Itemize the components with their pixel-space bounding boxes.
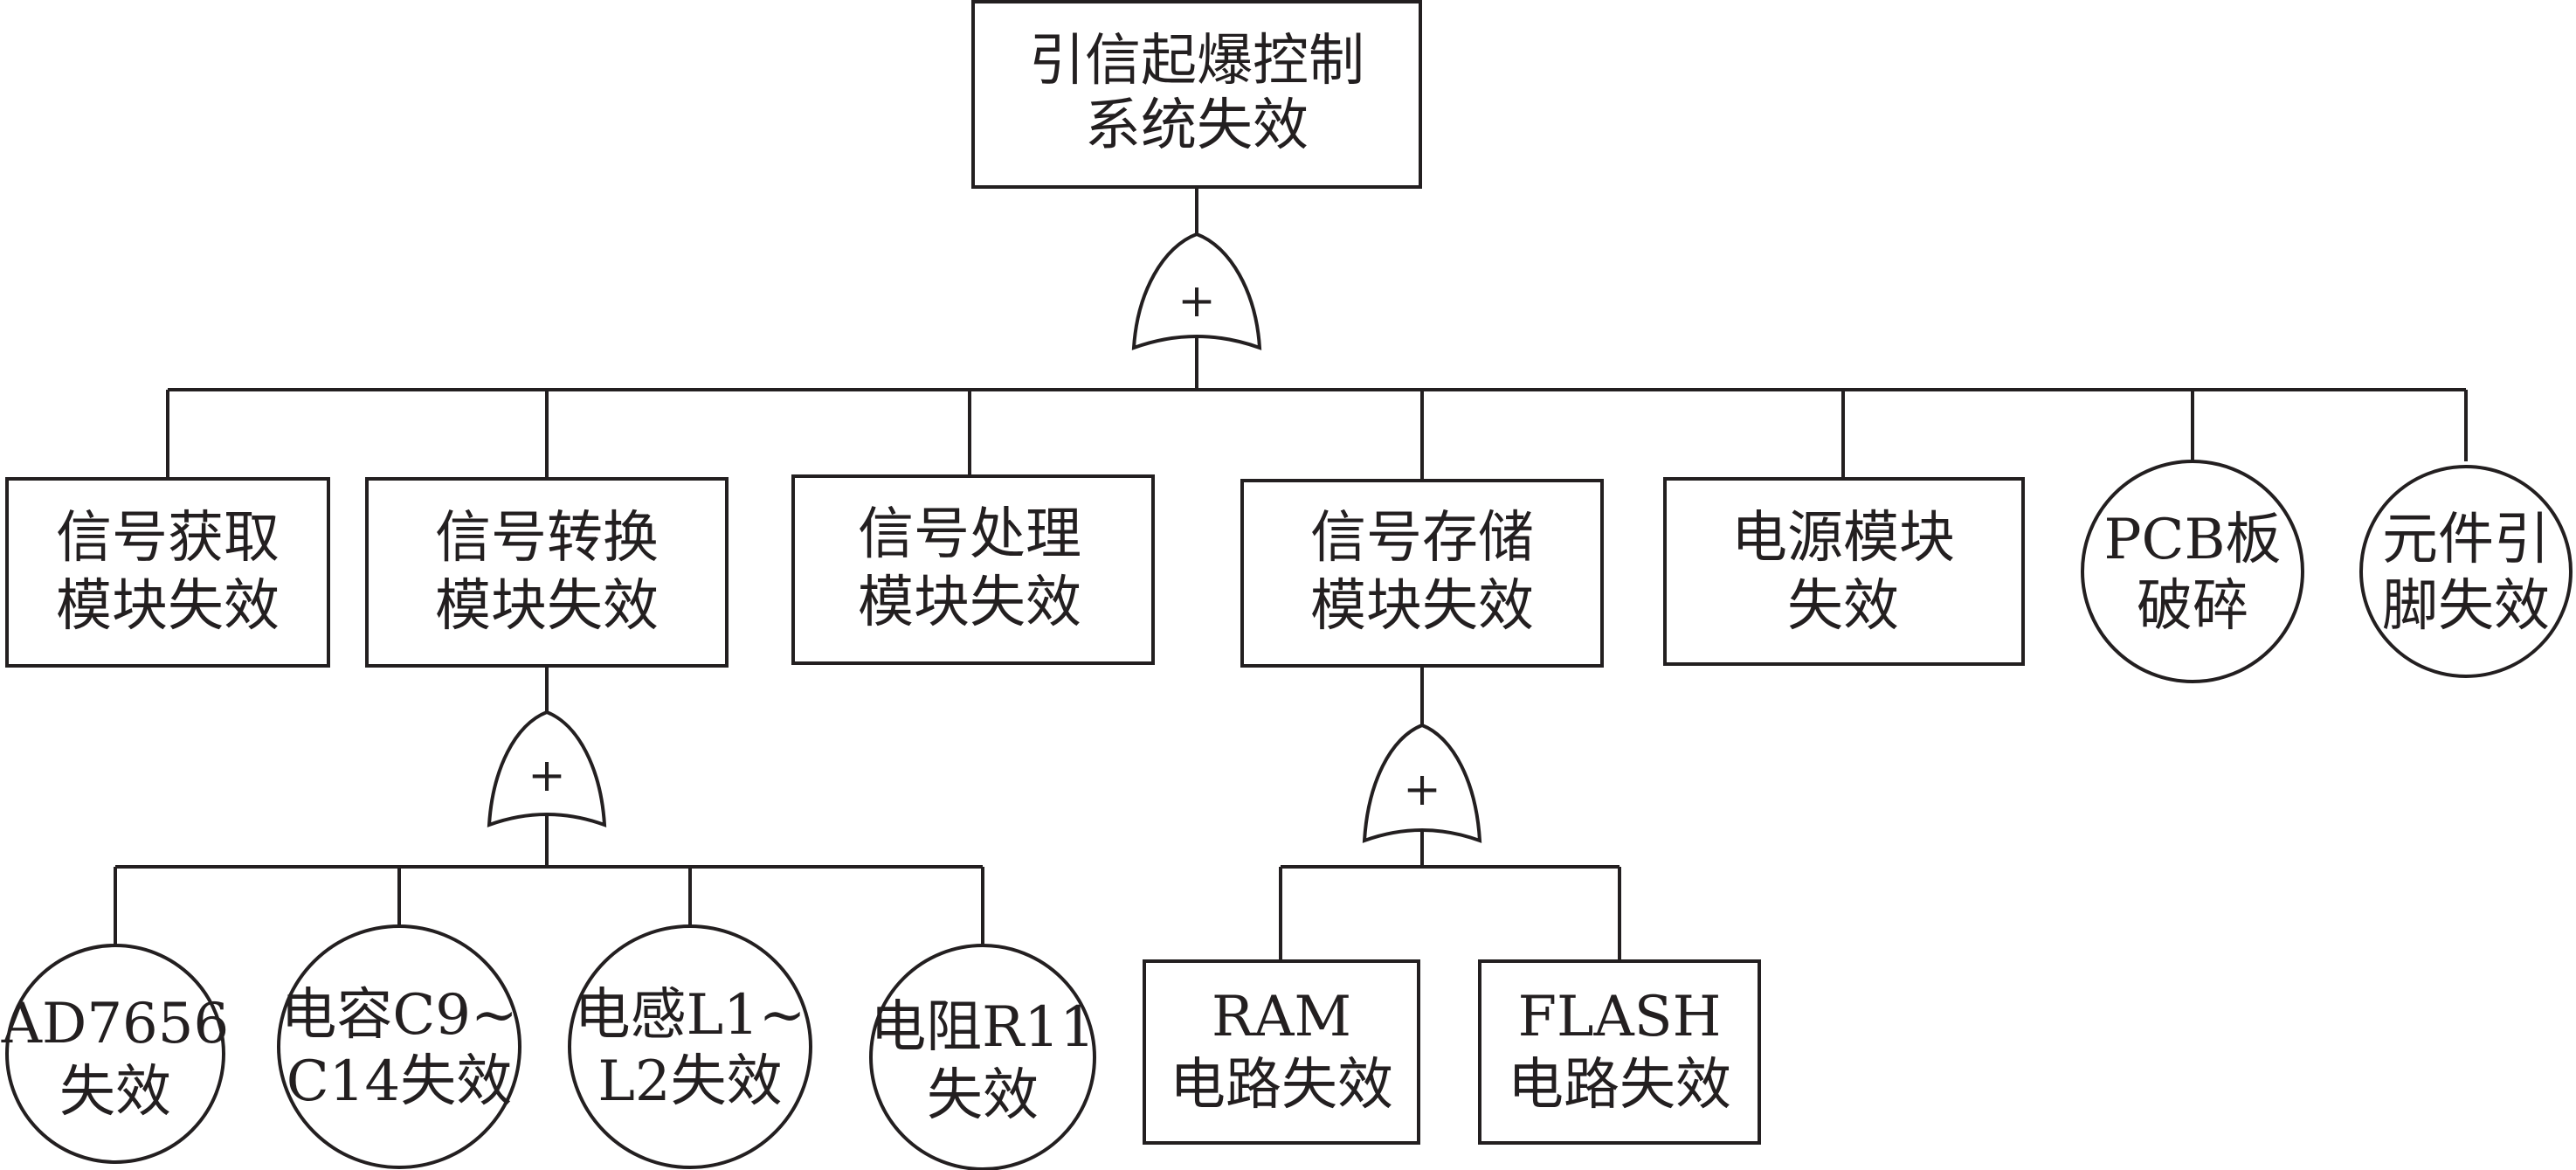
basic-event-resistor-line2: 失效 (927, 1063, 1039, 1128)
basic-event-pin-line2: 脚失效 (2382, 574, 2550, 639)
event-signal-acquisition-line2: 模块失效 (56, 574, 280, 639)
event-signal-conversion-line2: 模块失效 (435, 574, 659, 639)
event-signal-acquisition-line1: 信号获取 (56, 506, 280, 571)
basic-event-pcb-line2: 破碎 (2137, 574, 2248, 639)
event-signal-conversion: 信号转换 模块失效 (365, 477, 729, 668)
or-gate-top: + (1131, 232, 1262, 350)
basic-event-ad7656-line1: AD7656 (1, 992, 229, 1056)
basic-event-pin-line1: 元件引 (2382, 508, 2550, 572)
event-flash-circuit: FLASH 电路失效 (1478, 959, 1761, 1145)
event-signal-storage-line2: 模块失效 (1310, 574, 1534, 639)
event-signal-acquisition: 信号获取 模块失效 (5, 477, 330, 668)
event-signal-processing-line2: 模块失效 (858, 571, 1081, 635)
event-ram-line2: 电路失效 (1170, 1053, 1393, 1118)
basic-event-resistor: 电阻R11 失效 (869, 944, 1096, 1170)
basic-event-inductor: 电感L1~ L2失效 (568, 924, 812, 1169)
basic-event-component-pin: 元件引 脚失效 (2359, 465, 2573, 678)
event-power-module-line1: 电源模块 (1731, 506, 1955, 571)
top-event-line2: 系统失效 (1085, 93, 1309, 158)
or-gate-storage-symbol: + (1403, 764, 1441, 816)
basic-event-capacitor: 电容C9~ C14失效 (277, 924, 521, 1169)
or-gate-conversion: + (487, 710, 607, 827)
event-power-module-line2: 失效 (1787, 574, 1899, 639)
event-signal-processing: 信号处理 模块失效 (791, 474, 1155, 665)
basic-event-capacitor-line1: 电容C9~ (280, 983, 517, 1048)
event-ram-circuit: RAM 电路失效 (1143, 959, 1420, 1145)
basic-event-resistor-line1: 电阻R11 (870, 995, 1095, 1060)
top-event: 引信起爆控制 系统失效 (971, 0, 1422, 189)
or-gate-conversion-symbol: + (528, 750, 566, 802)
or-gate-storage: + (1362, 723, 1482, 843)
event-flash-line2: 电路失效 (1508, 1053, 1731, 1118)
event-signal-processing-line1: 信号处理 (858, 502, 1081, 567)
event-ram-line1: RAM (1212, 985, 1351, 1049)
basic-event-ad7656-line2: 失效 (59, 1060, 171, 1125)
event-signal-storage-line1: 信号存储 (1310, 506, 1534, 571)
or-gate-top-symbol: + (1178, 275, 1216, 328)
basic-event-ad7656: AD7656 失效 (1, 944, 229, 1164)
event-signal-storage: 信号存储 模块失效 (1240, 479, 1604, 668)
basic-event-capacitor-line2: C14失效 (287, 1049, 512, 1114)
event-power-module: 电源模块 失效 (1663, 477, 2025, 666)
event-flash-line1: FLASH (1518, 985, 1722, 1049)
event-signal-conversion-line1: 信号转换 (435, 506, 659, 571)
basic-event-pcb-broken: PCB板 破碎 (2081, 460, 2304, 683)
basic-event-inductor-line2: L2失效 (597, 1049, 782, 1114)
basic-event-inductor-line1: 电感L1~ (575, 983, 806, 1048)
top-event-line1: 引信起爆控制 (1029, 29, 1364, 93)
basic-event-pcb-line1: PCB板 (2103, 508, 2281, 572)
